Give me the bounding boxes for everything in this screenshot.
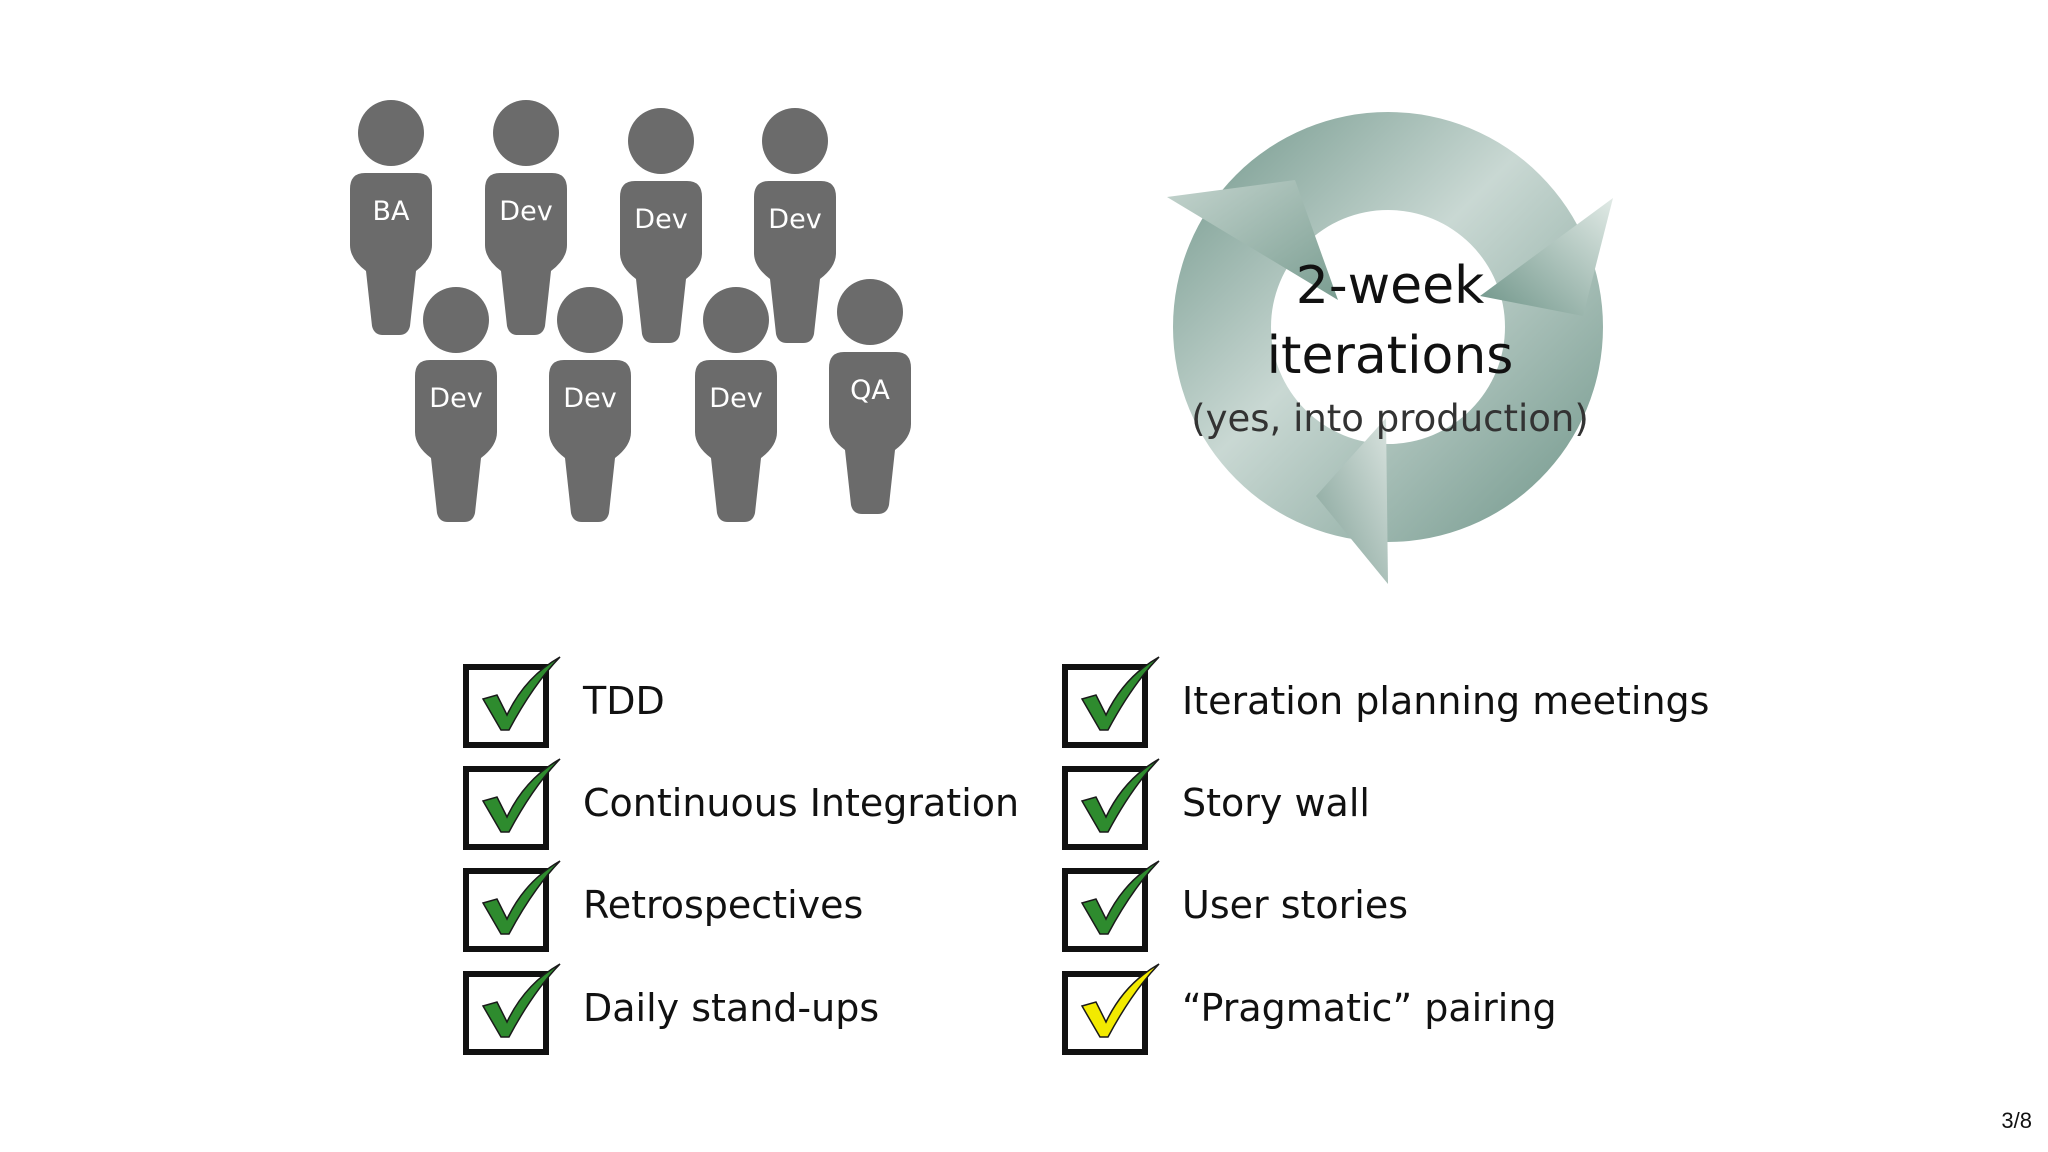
checkmark-icon [1080,860,1160,935]
checkmark-icon [481,758,561,833]
cycle-subtitle: (yes, into production) [1191,397,1589,440]
person-head [557,287,623,353]
practice-item-left-2: Retrospectives [463,859,864,952]
person-head [358,100,424,166]
iteration-cycle-diagram: 2-week iterations (yes, into production) [1167,112,1613,584]
person-head [837,279,903,345]
checkbox-svg [463,860,561,952]
person-head [493,100,559,166]
practice-item-right-3: “Pragmatic” pairing [1062,962,1557,1055]
cycle-arrow-head-right [1480,198,1613,316]
person-body [620,181,702,343]
person-head [703,287,769,353]
cycle-arrow-head-left [1167,180,1338,300]
checkbox-checked-icon [1062,962,1162,1055]
practice-label: Daily stand-ups [583,986,880,1030]
practice-label: User stories [1182,883,1408,927]
page-number: 3/8 [2001,1108,2032,1133]
person-body [754,181,836,343]
checkmark-icon [1080,758,1160,833]
person-body [829,352,911,514]
checkbox-checked-icon [463,655,563,748]
person-role-label: Dev [499,196,552,227]
practice-item-left-3: Daily stand-ups [463,962,880,1055]
person-figure-0: BA [350,100,432,335]
checkbox-checked-icon [463,859,563,952]
checkbox-svg [463,656,561,748]
person-figure-1: Dev [485,100,567,335]
person-role-label: Dev [768,204,821,235]
practice-label: TDD [583,679,665,723]
person-figure-6: Dev [695,287,777,522]
checkbox-svg [463,758,561,850]
practice-label: Story wall [1182,781,1370,825]
person-head [423,287,489,353]
checkbox-checked-icon [463,757,563,850]
checkbox-checked-icon [1062,655,1162,748]
practice-item-left-1: Continuous Integration [463,757,1020,850]
person-role-label: Dev [709,383,762,414]
checkbox-svg [463,963,561,1055]
person-figure-4: Dev [415,287,497,522]
checkmark-icon [481,656,561,731]
person-role-label: Dev [429,383,482,414]
checkbox-svg [1062,656,1160,748]
practice-label: Iteration planning meetings [1182,679,1710,723]
cycle-arrow-head-bottom [1316,418,1388,584]
checkmark-icon [1080,963,1160,1038]
checkbox-checked-icon [1062,859,1162,952]
person-role-label: Dev [634,204,687,235]
checkbox-checked-icon [1062,757,1162,850]
practice-label: Retrospectives [583,883,864,927]
person-role-label: QA [850,375,890,406]
checkbox-svg [1062,758,1160,850]
checkmark-icon [481,860,561,935]
checkmark-icon [481,963,561,1038]
person-head [628,108,694,174]
person-body [695,360,777,522]
person-role-label: BA [373,196,411,227]
person-figure-2: Dev [620,108,702,343]
person-role-label: Dev [563,383,616,414]
person-figure-7: QA [829,279,911,514]
practice-label: “Pragmatic” pairing [1182,986,1557,1030]
person-figure-3: Dev [754,108,836,343]
checkmark-icon [1080,656,1160,731]
person-body [415,360,497,522]
practice-item-left-0: TDD [463,655,665,748]
checkbox-frame [463,971,549,1055]
cycle-title-line1: 2-week [1296,256,1484,316]
practice-item-right-0: Iteration planning meetings [1062,655,1710,748]
checkbox-svg [1062,860,1160,952]
practice-label: Continuous Integration [583,781,1020,825]
cycle-title-line2: iterations [1267,326,1514,386]
person-body [549,360,631,522]
person-head [762,108,828,174]
person-body [350,173,432,335]
checkbox-checked-icon [463,962,563,1055]
person-body [485,173,567,335]
person-figure-5: Dev [549,287,631,522]
practice-item-right-2: User stories [1062,859,1408,952]
practice-item-right-1: Story wall [1062,757,1370,850]
checkbox-svg [1062,963,1160,1055]
